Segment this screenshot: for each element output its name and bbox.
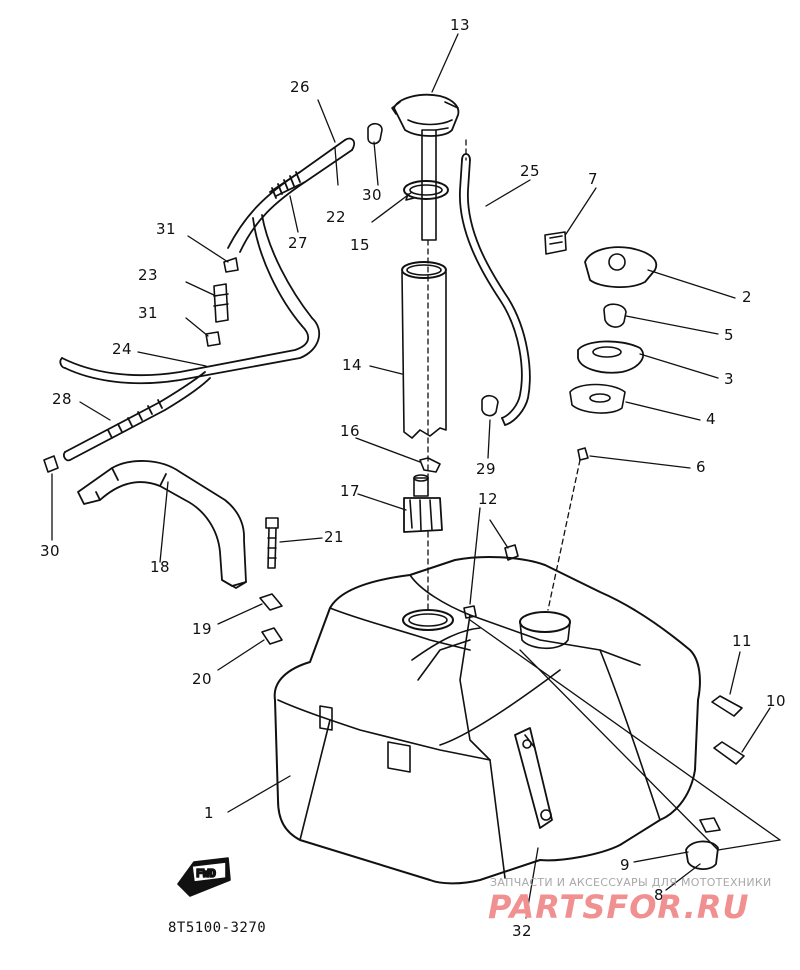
callout-21: 21 <box>324 528 345 546</box>
callout-25: 25 <box>520 162 541 180</box>
callout-11: 11 <box>732 632 753 650</box>
callout-30-left: 30 <box>40 542 61 560</box>
fuel-tank <box>275 557 700 883</box>
callout-9: 9 <box>620 856 631 874</box>
watermark-logo: PARTSFOR.RU <box>488 888 750 926</box>
callout-6: 6 <box>696 458 707 476</box>
leader-lines <box>52 34 780 918</box>
callout-2: 2 <box>742 288 753 306</box>
forward-marker: FWD <box>178 858 230 896</box>
fittings <box>44 124 518 618</box>
callout-32: 32 <box>512 922 533 940</box>
mounting-bracket <box>78 461 246 588</box>
callout-1: 1 <box>204 804 215 822</box>
callout-20: 20 <box>192 670 213 688</box>
callout-15: 15 <box>350 236 371 254</box>
callout-30-top: 30 <box>362 186 383 204</box>
callout-12: 12 <box>478 490 499 508</box>
fuel-filter <box>404 475 442 532</box>
callout-23: 23 <box>138 266 159 284</box>
hose-clamp <box>686 818 720 869</box>
callout-4: 4 <box>706 410 717 428</box>
callout-18: 18 <box>150 558 171 576</box>
forward-marker-text: FWD <box>196 867 216 880</box>
gasket-ring <box>404 181 448 200</box>
callout-5: 5 <box>724 326 735 344</box>
callout-28: 28 <box>52 390 73 408</box>
callout-13: 13 <box>450 16 471 34</box>
fuel-sender-unit <box>392 95 458 240</box>
callout-26: 26 <box>290 78 311 96</box>
bolts <box>260 518 282 644</box>
callout-22: 22 <box>326 208 347 226</box>
callout-31-mid: 31 <box>138 304 159 322</box>
filler-cap-assembly <box>545 232 656 460</box>
hoses <box>60 138 529 460</box>
pump-tube <box>402 262 446 438</box>
hose-clip <box>420 458 440 472</box>
diagram-part-code: 8T5100-3270 <box>168 920 267 936</box>
callout-19: 19 <box>192 620 213 638</box>
callout-16: 16 <box>340 422 361 440</box>
callout-17: 17 <box>340 482 361 500</box>
callout-8: 8 <box>654 886 665 904</box>
callout-10: 10 <box>766 692 787 710</box>
callout-7: 7 <box>588 170 599 188</box>
side-bolts <box>712 696 744 764</box>
watermark-caption: ЗАПЧАСТИ И АКСЕССУАРЫ ДЛЯ МОТОТЕХНИКИ <box>490 876 772 889</box>
callout-27: 27 <box>288 234 309 252</box>
callout-3: 3 <box>724 370 735 388</box>
callout-31-top: 31 <box>156 220 177 238</box>
callout-14: 14 <box>342 356 363 374</box>
callout-24: 24 <box>112 340 133 358</box>
callout-29: 29 <box>476 460 497 478</box>
